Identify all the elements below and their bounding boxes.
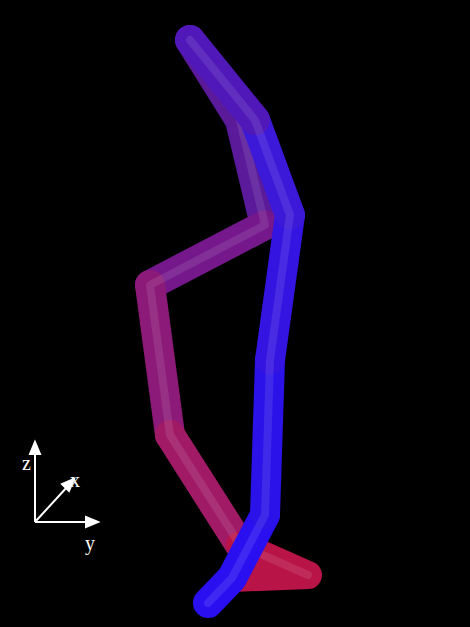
back-chain bbox=[150, 40, 308, 578]
axis-line bbox=[35, 486, 68, 522]
axis-arrow bbox=[86, 517, 98, 527]
axis-triad bbox=[30, 442, 98, 527]
axis-label: z bbox=[22, 453, 31, 473]
axis-arrow bbox=[30, 442, 40, 454]
axis-line bbox=[34, 452, 36, 522]
axis-line bbox=[35, 521, 88, 523]
axis-label: x bbox=[70, 470, 80, 490]
front-chain bbox=[190, 40, 290, 603]
axis-label: y bbox=[85, 533, 95, 553]
tube-segment bbox=[190, 40, 265, 225]
tube-highlight bbox=[190, 40, 290, 603]
tube-highlight bbox=[150, 40, 308, 575]
